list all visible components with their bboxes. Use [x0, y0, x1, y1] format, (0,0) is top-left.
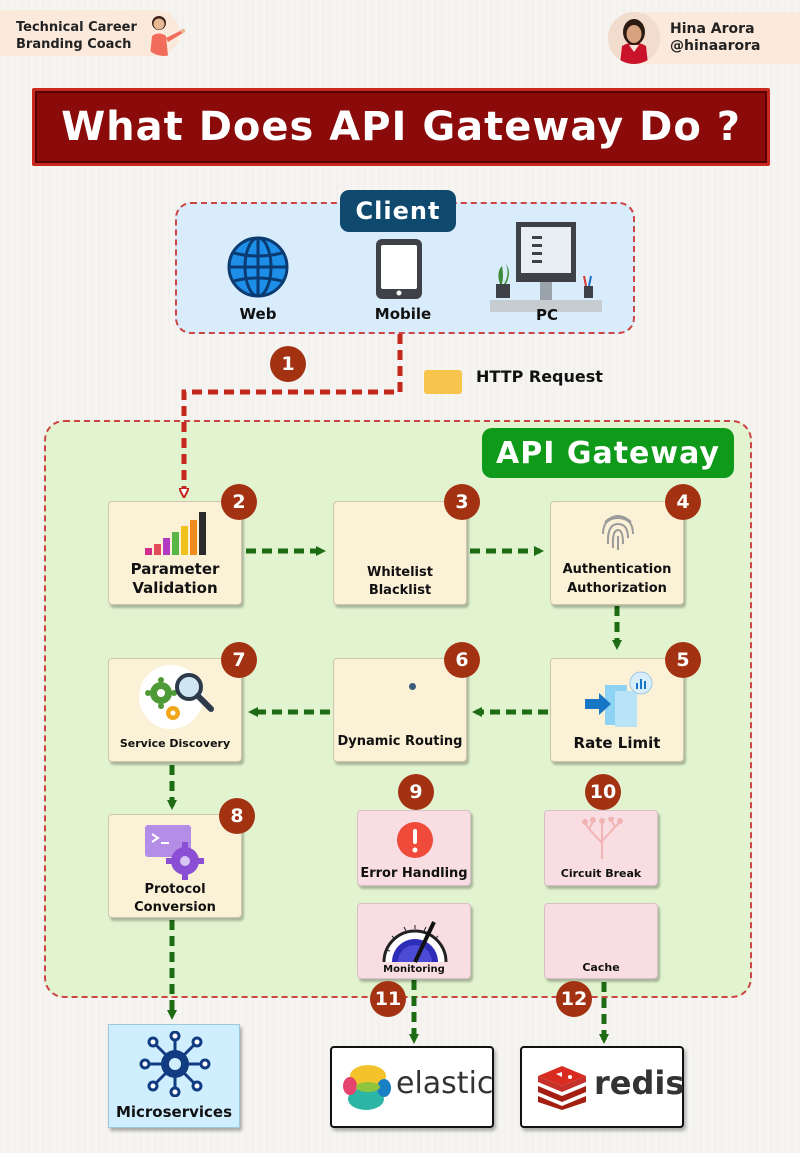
tagline-line1: Technical Career	[16, 20, 137, 35]
author-name: Hina Arora	[670, 21, 755, 37]
rate-limit-icon	[583, 671, 657, 729]
step-7-label: Service Discovery	[119, 737, 231, 750]
step-3-line2: Blacklist	[368, 583, 432, 598]
step-badge-9: 9	[398, 774, 434, 810]
microservices-icon	[139, 1030, 211, 1098]
globe-icon	[226, 235, 290, 299]
step-card-circuit-break: Circuit Break	[544, 810, 658, 886]
step-card-parameter-validation: Parameter Validation	[108, 501, 242, 605]
step-badge-8: 8	[219, 798, 255, 834]
http-request-label: HTTP Request	[476, 367, 603, 386]
step-card-whitelist-blacklist: Whitelist Blacklist	[333, 501, 467, 605]
step-card-service-discovery: Service Discovery	[108, 658, 242, 762]
page-title: What Does API Gateway Do ?	[32, 88, 770, 166]
step-card-authentication: Authentication Authorization	[550, 501, 684, 605]
elastic-card: elastic	[330, 1046, 494, 1128]
microservices-card: Microservices	[108, 1024, 240, 1128]
step-badge-1: 1	[270, 346, 306, 382]
routing-dot-icon	[409, 683, 416, 690]
step-5-label: Rate Limit	[573, 734, 661, 752]
alert-icon	[396, 821, 434, 859]
step-card-protocol-conversion: Protocol Conversion	[108, 814, 242, 918]
gauge-icon	[378, 906, 452, 966]
step-12-label: Cache	[582, 961, 620, 974]
step-card-rate-limit: Rate Limit	[550, 658, 684, 762]
client-item-pc: PC	[535, 306, 558, 324]
step-3-line1: Whitelist	[367, 565, 433, 580]
step-6-label: Dynamic Routing	[337, 734, 463, 749]
step-badge-12: 12	[556, 981, 592, 1017]
step-11-label: Monitoring	[383, 964, 445, 975]
step-4-line1: Authentication	[562, 562, 672, 577]
microservices-label: Microservices	[115, 1103, 233, 1121]
step-8-line2: Conversion	[134, 900, 216, 915]
author-handle: @hinaarora	[670, 38, 761, 54]
bar-chart-icon	[143, 510, 209, 556]
step-card-error-handling: Error Handling	[357, 810, 471, 886]
elastic-logo-icon	[342, 1062, 392, 1112]
step-badge-5: 5	[665, 642, 701, 678]
fingerprint-icon	[595, 508, 641, 554]
tablet-icon	[374, 238, 424, 300]
step-badge-3: 3	[444, 484, 480, 520]
step-card-dynamic-routing: Dynamic Routing	[333, 658, 467, 762]
step-badge-6: 6	[444, 642, 480, 678]
tagline-line2: Branding Coach	[16, 37, 132, 52]
step-2-line1: Parameter	[130, 560, 220, 578]
author-tagline: Technical Career Branding Coach	[0, 10, 180, 56]
step-8-line1: Protocol	[144, 882, 206, 897]
envelope-icon	[424, 370, 462, 394]
branch-icon	[581, 816, 623, 861]
step-4-line2: Authorization	[567, 581, 667, 596]
step-badge-10: 10	[585, 774, 621, 810]
step-9-label: Error Handling	[360, 866, 468, 881]
coach-illustration-icon	[142, 12, 186, 56]
desktop-icon	[490, 222, 602, 314]
terminal-gear-icon	[143, 823, 207, 881]
step-badge-11: 11	[370, 981, 406, 1017]
step-badge-2: 2	[221, 484, 257, 520]
step-badge-7: 7	[221, 642, 257, 678]
api-gateway-heading: API Gateway	[482, 428, 734, 478]
client-item-web: Web	[239, 305, 277, 323]
redis-logo-icon	[536, 1062, 588, 1110]
step-card-cache: Cache	[544, 903, 658, 979]
redis-card: redis	[520, 1046, 684, 1128]
client-heading: Client	[340, 190, 456, 232]
step-10-label: Circuit Break	[560, 867, 642, 880]
request-arrow	[184, 334, 403, 494]
elastic-label: elastic	[396, 1066, 494, 1101]
step-2-line2: Validation	[132, 579, 218, 597]
step-card-monitoring: Monitoring	[357, 903, 471, 979]
client-item-mobile: Mobile	[374, 305, 432, 323]
gears-search-icon	[135, 663, 217, 733]
step-badge-4: 4	[665, 484, 701, 520]
avatar	[608, 12, 660, 64]
redis-label: redis	[594, 1064, 685, 1102]
